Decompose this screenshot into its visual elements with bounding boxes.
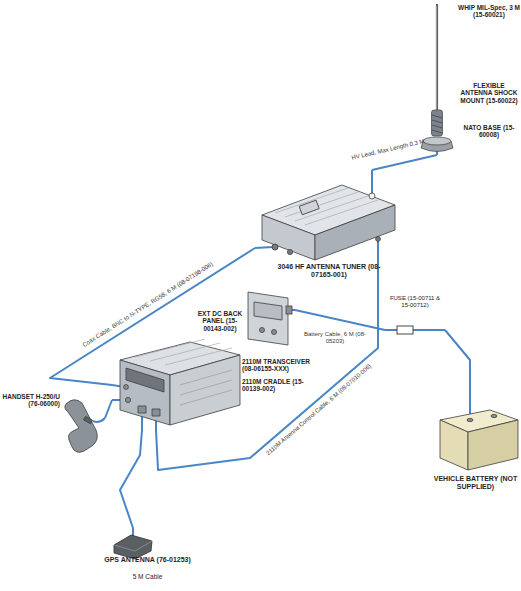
component-label: HANDSET H-250/U (76-06000)	[0, 393, 60, 408]
component-label: EXT DC BACK PANEL (15-00143-002)	[195, 310, 245, 332]
cable-label: Coax Cable, BNC to N-TYPE, RG58, 6 M (08…	[81, 261, 214, 349]
component-node: FUSE (15-00711 & 15-00712)	[385, 295, 445, 337]
panel-connector	[272, 330, 277, 335]
rf-connector	[272, 244, 278, 250]
gps-puck	[114, 535, 152, 559]
component-label: 5 M Cable	[100, 573, 195, 580]
whip-rod	[436, 4, 438, 112]
front-connector	[152, 409, 160, 416]
component-label: VEHICLE BATTERY (NOT SUPPLIED)	[430, 475, 521, 491]
shock-mount	[432, 110, 443, 136]
control-connector	[376, 237, 381, 242]
gps-edge	[114, 541, 152, 551]
component-label: FLEXIBLE ANTENNA SHOCK MOUNT (15-60022)	[458, 82, 520, 104]
tuner-ribs	[275, 188, 378, 225]
panel-recess	[254, 302, 282, 320]
panel-plate	[248, 292, 288, 345]
cable-label: Battery Cable, 6 M (08-05203)	[299, 331, 371, 345]
battery-side	[468, 420, 518, 470]
handset	[65, 400, 97, 453]
transceiver-front	[120, 360, 170, 425]
panel-connector	[260, 328, 265, 333]
component-label: NATO BASE (15-60008)	[458, 124, 520, 139]
component-node: VEHICLE BATTERY (NOT SUPPLIED)	[430, 400, 521, 500]
battery-front	[440, 420, 468, 470]
shock-spring	[432, 115, 442, 133]
cable-line	[372, 155, 437, 170]
ptt-key	[84, 416, 93, 423]
front-connector	[138, 406, 146, 413]
tuner-front	[262, 215, 315, 260]
transceiver	[120, 339, 240, 425]
wire-stub	[255, 247, 273, 248]
cradle-rails	[180, 370, 232, 405]
front-connector	[125, 397, 130, 402]
battery-terminal	[467, 418, 473, 421]
cable-label: 2110M Antenna Control Cable, 6 M (08-070…	[265, 363, 373, 457]
nato-base-top	[423, 137, 451, 145]
fuse-symbol	[397, 326, 413, 334]
component-label: GPS ANTENNA (76-01253)	[100, 556, 195, 564]
component-node: EXT DC BACK PANEL (15-00143-002)	[195, 288, 295, 348]
wire-stub	[371, 170, 373, 194]
component-label: 2110M TRANSCEIVER (08-06155-XXX)	[242, 358, 322, 373]
cable-line	[120, 430, 142, 528]
wire-stub	[377, 240, 379, 285]
transceiver-ribs	[135, 339, 232, 365]
component-node: GPS ANTENNA (76-01253) 5 M Cable	[100, 528, 195, 588]
cable-line	[445, 330, 470, 400]
component-node: 2110M TRANSCEIVER (08-06155-XXX) 2110M CR…	[112, 338, 322, 430]
front-display	[126, 368, 164, 392]
wire-stub	[385, 329, 445, 331]
antenna-tuner	[262, 185, 395, 260]
front-connector	[124, 385, 129, 390]
component-node: HANDSET H-250/U (76-06000)	[0, 385, 105, 455]
component-label: 2110M CRADLE (15-00139-002)	[242, 378, 322, 393]
control-connector	[287, 249, 292, 254]
back-panel	[248, 292, 292, 345]
cable-line	[105, 400, 112, 418]
tuner-plate	[299, 200, 319, 215]
transceiver-side	[170, 355, 240, 425]
whip-highlight	[436, 6, 437, 110]
cable-label: HV Lead, Max Length 0.3 M	[351, 138, 425, 162]
whip-antenna	[421, 4, 453, 152]
vehicle-battery	[440, 410, 518, 470]
tuner-side	[315, 205, 395, 260]
gps-antenna	[114, 535, 152, 559]
cable-line	[156, 285, 378, 470]
power-connector	[286, 306, 292, 314]
component-node: WHIP MIL-Spec, 3 M (15-60021) FLEXIBLE AN…	[420, 0, 521, 155]
wire-stubs	[93, 148, 470, 539]
component-label: WHIP MIL-Spec, 3 M (15-60021)	[458, 4, 520, 19]
hv-insulator	[369, 193, 375, 199]
handset-cord	[93, 418, 105, 422]
cable-line	[295, 310, 385, 330]
component-label: FUSE (15-00711 & 15-00712)	[385, 295, 445, 309]
component-node: 3046 HF ANTENNA TUNER (08-07165-001)	[255, 170, 400, 285]
handset-body	[65, 400, 97, 453]
component-label: 3046 HF ANTENNA TUNER (08-07165-001)	[270, 263, 388, 279]
battery-terminal	[491, 414, 497, 417]
